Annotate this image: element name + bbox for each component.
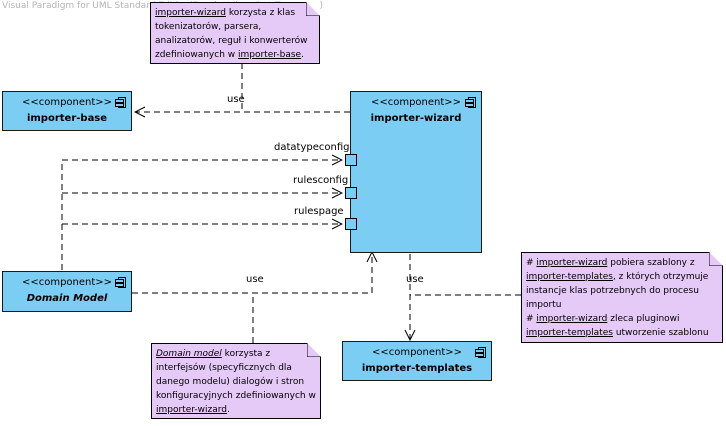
port-datatypeconfig[interactable] xyxy=(345,154,357,166)
note-text: # xyxy=(526,314,537,324)
note-fold-icon xyxy=(709,252,723,266)
stereotype-label: <<component>> xyxy=(21,277,113,288)
component-importer-base[interactable]: <<component>> importer-base xyxy=(2,91,132,131)
edge-label-use-templates: use xyxy=(406,274,424,285)
note-text: . xyxy=(226,405,230,415)
note-text: utworzenie szablonu xyxy=(612,328,709,338)
stereotype-label: <<component>> xyxy=(370,97,462,108)
note-text: korzysta z klas tokenizatorów, parsera, … xyxy=(155,8,308,60)
component-name: importer-wizard xyxy=(370,113,462,124)
port-label-rulespage: rulespage xyxy=(294,206,344,217)
note-right[interactable]: # importer-wizard pobiera szablony z imp… xyxy=(521,252,723,343)
port-rulesconfig[interactable] xyxy=(345,187,357,199)
note-fold-icon xyxy=(306,2,320,16)
note-top[interactable]: importer-wizard korzysta z klas tokeniza… xyxy=(150,2,320,64)
component-icon xyxy=(115,277,126,288)
edge-label-use-domain: use xyxy=(246,274,264,285)
note-text: , z których otrzymuje instancje klas pot… xyxy=(526,272,709,310)
edge-label-use-base: use xyxy=(227,94,245,105)
note-paragraph: # importer-wizard zleca pluginowi import… xyxy=(526,312,718,340)
component-icon xyxy=(475,347,486,358)
note-ref: Domain model xyxy=(156,349,222,359)
note-ref: importer-wizard xyxy=(155,8,226,18)
port-rulespage[interactable] xyxy=(345,218,357,230)
component-name: Domain Model xyxy=(26,293,108,304)
note-text: # xyxy=(526,258,537,268)
note-text: pobiera szablony z xyxy=(607,258,695,268)
note-bottom[interactable]: Domain model korzysta z interfejsów (spe… xyxy=(151,343,321,419)
note-ref: importer-templates xyxy=(526,272,613,282)
note-text: . xyxy=(301,50,304,60)
note-ref: importer-wizard xyxy=(156,405,227,415)
component-importer-templates[interactable]: <<component>> importer-templates xyxy=(342,341,492,381)
note-ref: importer-base xyxy=(238,50,302,60)
component-icon xyxy=(465,97,476,108)
note-ref: importer-wizard xyxy=(536,314,608,324)
note-text: korzysta z interfejsów (specyficznych dl… xyxy=(156,349,316,401)
note-text: zleca pluginowi xyxy=(607,314,680,324)
stereotype-label: <<component>> xyxy=(371,347,463,358)
component-importer-wizard[interactable]: <<component>> importer-wizard xyxy=(350,91,482,253)
use-edge-domain xyxy=(132,252,372,294)
component-icon xyxy=(115,97,126,108)
port-label-rulesconfig: rulesconfig xyxy=(293,175,349,186)
note-ref: importer-wizard xyxy=(536,258,608,268)
stereotype-label: <<component>> xyxy=(21,97,113,108)
component-name: importer-templates xyxy=(361,363,473,374)
note-fold-icon xyxy=(307,343,321,357)
component-name: importer-base xyxy=(26,113,108,124)
note-ref: importer-templates xyxy=(526,328,613,338)
port-label-datatypeconfig: datatypeconfig xyxy=(274,142,350,153)
component-domain-model[interactable]: <<component>> Domain Model xyxy=(2,271,132,312)
note-paragraph: # importer-wizard pobiera szablony z imp… xyxy=(526,256,718,312)
edge-datatypeconfig xyxy=(61,160,342,270)
